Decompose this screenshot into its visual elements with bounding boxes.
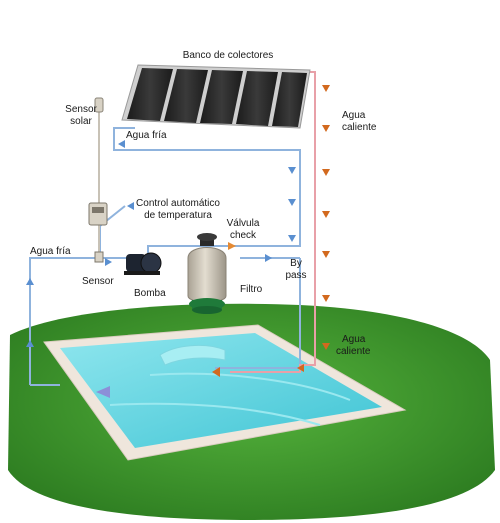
hot-water-top-label-line1: Agua bbox=[342, 110, 366, 121]
hot-water-bottom-label-line1: Agua bbox=[342, 334, 366, 345]
solar-sensor-label-line2: solar bbox=[70, 116, 92, 127]
check-valve-label-line1: Válvula bbox=[226, 218, 260, 229]
hot-flow-arrows bbox=[212, 85, 330, 377]
filter bbox=[187, 233, 227, 314]
sensor-label: Sensor bbox=[82, 276, 114, 287]
controller-label-line1: Control automático bbox=[136, 198, 220, 209]
bypass-label-line2: pass bbox=[285, 270, 307, 281]
cold-water-top-label: Agua fría bbox=[126, 130, 167, 141]
solar-collectors bbox=[121, 64, 311, 129]
controller-label-line2: de temperatura bbox=[144, 210, 212, 221]
pump bbox=[124, 252, 162, 275]
pump-label: Bomba bbox=[134, 288, 166, 299]
bypass-label-line1: By bbox=[290, 258, 302, 269]
solar-sensor-label-line1: Sensor bbox=[65, 104, 97, 115]
sensor-device bbox=[94, 251, 104, 263]
cold-water-left-label: Agua fría bbox=[30, 246, 71, 257]
check-valve-label-line2: check bbox=[229, 230, 257, 241]
hot-water-bottom-label-line2: caliente bbox=[336, 346, 371, 357]
hot-water-pipe bbox=[230, 71, 316, 373]
hot-water-top-label-line2: caliente bbox=[342, 122, 377, 133]
cold-flow-arrows bbox=[26, 140, 296, 398]
filter-label: Filtro bbox=[240, 284, 263, 295]
solar-sensor-device bbox=[94, 97, 104, 113]
collectors-label: Banco de colectores bbox=[182, 50, 274, 61]
temperature-controller bbox=[88, 202, 108, 226]
check-valve bbox=[228, 242, 236, 250]
